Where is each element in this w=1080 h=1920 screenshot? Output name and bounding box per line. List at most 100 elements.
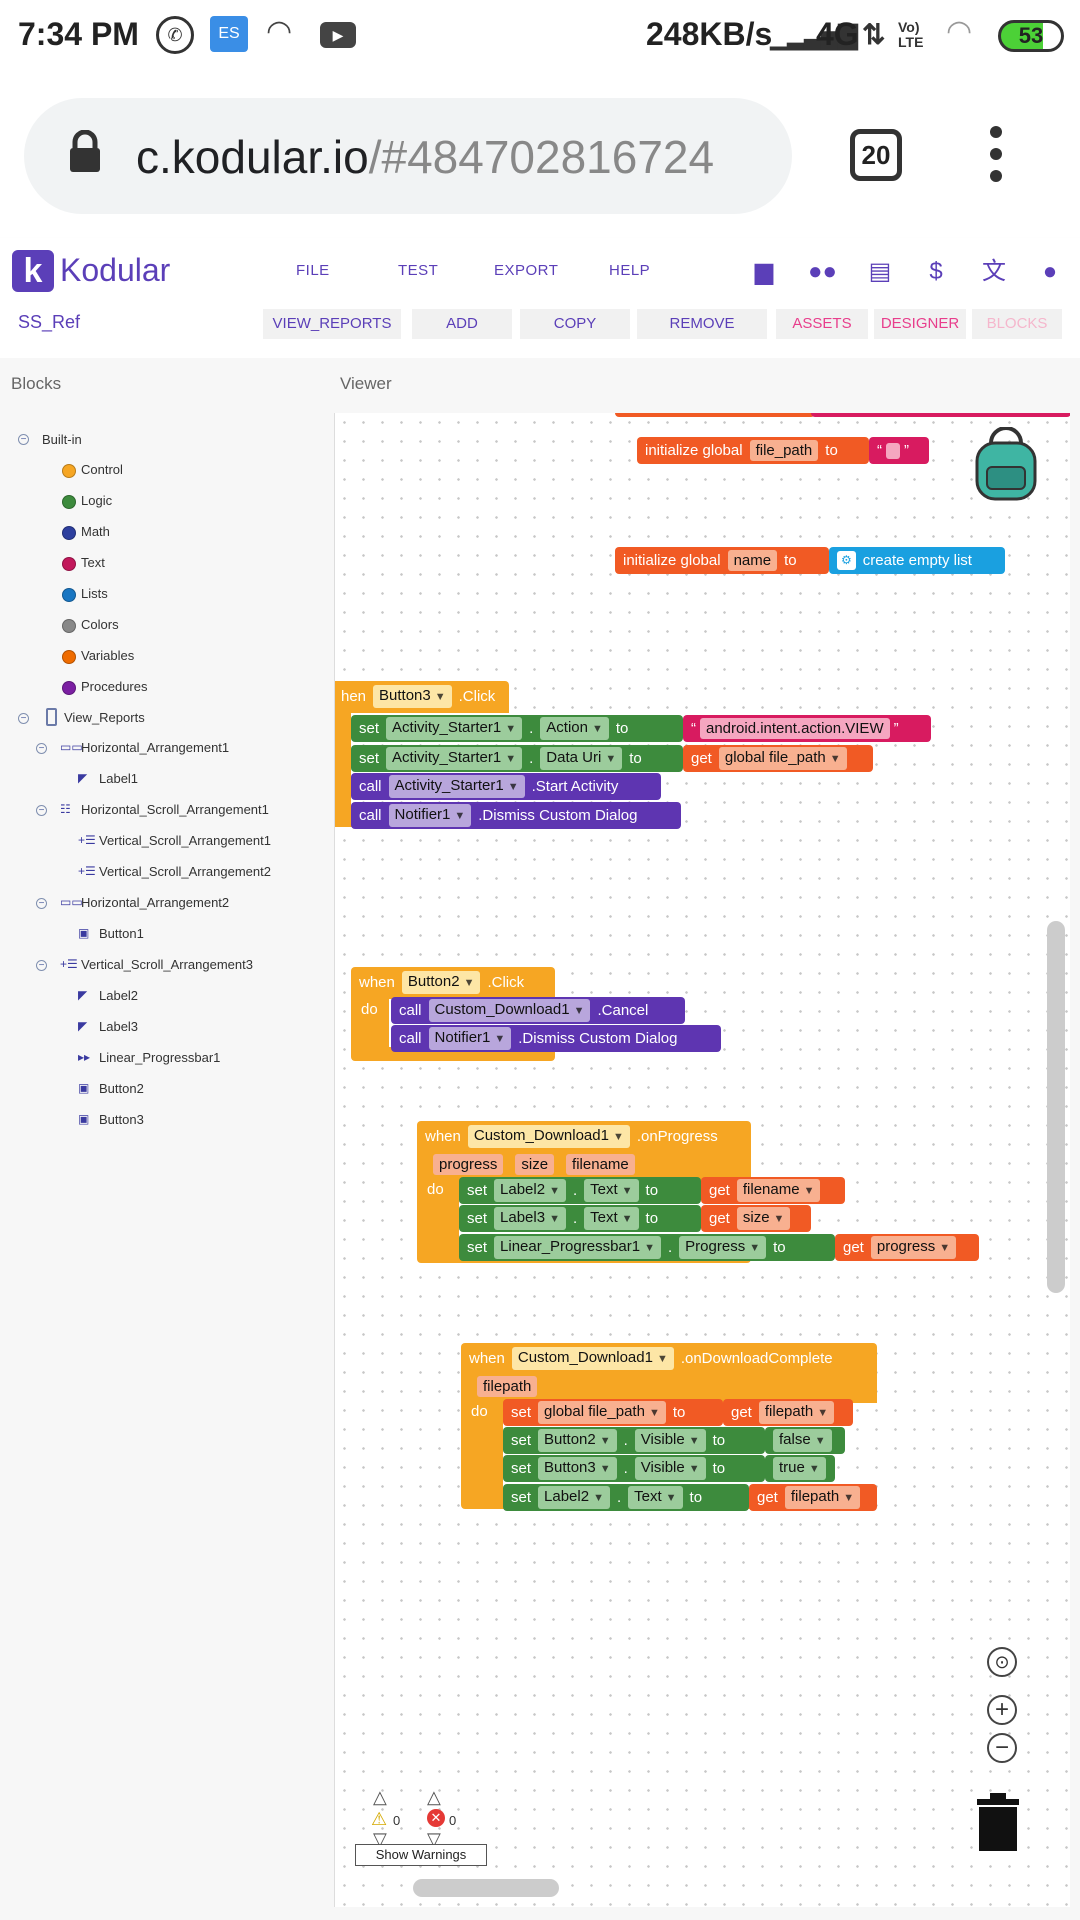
account-icon[interactable]: ● xyxy=(1042,258,1058,285)
menu-file[interactable]: FILE xyxy=(296,262,330,279)
set-label3-text-block[interactable]: set Label3▼ . Text▼ to xyxy=(459,1205,701,1232)
community-icon[interactable]: ●● xyxy=(808,258,837,285)
recenter-icon[interactable]: ⊙ xyxy=(987,1647,1017,1677)
call-dismiss-dialog-block[interactable]: call Notifier1▼ .Dismiss Custom Dialog xyxy=(391,1025,721,1052)
add-screen-button[interactable]: ADD xyxy=(412,309,512,339)
component-item-linear-progressbar1[interactable]: Linear_Progressbar1 xyxy=(99,1050,221,1065)
component-item-label2[interactable]: Label2 xyxy=(99,988,139,1003)
component-item-button1[interactable]: Button1 xyxy=(99,926,144,941)
get-filepath-block[interactable]: get filepath▼ xyxy=(723,1399,853,1426)
component-dropdown-custom-download[interactable]: Custom_Download1▼ xyxy=(467,1124,630,1148)
component-collapse-toggle[interactable]: − xyxy=(36,898,47,909)
component-dropdown[interactable]: Label2▼ xyxy=(494,1179,566,1202)
kodular-logo-icon[interactable]: k xyxy=(12,250,54,292)
property-dropdown[interactable]: Text▼ xyxy=(584,1207,639,1230)
get-filename-block[interactable]: get filename▼ xyxy=(701,1177,845,1204)
set-label2-text-block[interactable]: set Label2▼ . Text▼ to xyxy=(503,1484,749,1511)
set-activity-action-block[interactable]: set Activity_Starter1▼ . Action▼ to xyxy=(351,715,683,742)
variable-dropdown[interactable]: progress▼ xyxy=(870,1236,957,1259)
menu-test[interactable]: TEST xyxy=(398,262,439,279)
variable-dropdown[interactable]: filename▼ xyxy=(736,1179,821,1202)
variable-dropdown[interactable]: global file_path▼ xyxy=(538,1401,666,1424)
component-item-horizontal-arrangement2[interactable]: Horizontal_Arrangement2 xyxy=(81,895,230,910)
screen-item-view-reports[interactable]: View_Reports xyxy=(64,710,145,725)
builtin-item-text[interactable]: Text xyxy=(81,555,105,570)
call-cancel-block[interactable]: call Custom_Download1▼ .Cancel xyxy=(391,997,685,1024)
component-dropdown[interactable]: Button3▼ xyxy=(538,1457,617,1480)
screen-collapse-toggle[interactable]: − xyxy=(18,713,29,724)
call-start-activity-block[interactable]: call Activity_Starter1▼ .Start Activity xyxy=(351,773,661,800)
pricing-icon[interactable]: $ xyxy=(929,258,943,285)
set-button2-visible-block[interactable]: set Button2▼ . Visible▼ to xyxy=(503,1427,765,1454)
component-item-label1[interactable]: Label1 xyxy=(99,771,139,786)
variable-name-file-path[interactable]: file_path xyxy=(749,440,819,461)
empty-string-field[interactable] xyxy=(886,442,900,459)
property-dropdown[interactable]: Progress▼ xyxy=(679,1236,767,1259)
error-prev-icon[interactable]: △ xyxy=(427,1787,441,1807)
component-dropdown[interactable]: Linear_Progressbar1▼ xyxy=(494,1236,661,1259)
designer-button[interactable]: DESIGNER xyxy=(874,309,966,339)
init-global-file-path-block[interactable]: initialize global file_path to xyxy=(637,437,869,464)
remove-screen-button[interactable]: REMOVE xyxy=(637,309,767,339)
set-global-file-path-block[interactable]: set global file_path▼ to xyxy=(503,1399,723,1426)
library-icon[interactable]: ▤ xyxy=(868,258,892,285)
component-dropdown[interactable]: Custom_Download1▼ xyxy=(428,999,591,1022)
param-progress[interactable]: progress xyxy=(433,1153,504,1175)
component-dropdown-custom-download[interactable]: Custom_Download1▼ xyxy=(511,1346,674,1370)
workspace-vertical-scrollbar[interactable] xyxy=(1047,921,1065,1293)
url-bar[interactable]: c.kodular.io/#484702816724 xyxy=(24,98,792,214)
param-filepath[interactable]: filepath xyxy=(477,1375,538,1397)
property-dropdown[interactable]: Data Uri▼ xyxy=(540,747,623,770)
component-item-label3[interactable]: Label3 xyxy=(99,1019,139,1034)
component-dropdown[interactable]: Label3▼ xyxy=(494,1207,566,1230)
projects-folder-icon[interactable]: ▆ xyxy=(754,258,774,285)
component-item-button2[interactable]: Button2 xyxy=(99,1081,144,1096)
component-dropdown-button2[interactable]: Button2▼ xyxy=(401,970,481,994)
component-dropdown[interactable]: Button2▼ xyxy=(538,1429,617,1452)
menu-help[interactable]: HELP xyxy=(609,262,651,279)
cutoff-block-value[interactable] xyxy=(811,413,1070,417)
set-progressbar-progress-block[interactable]: set Linear_Progressbar1▼ . Progress▼ to xyxy=(459,1234,835,1261)
variable-dropdown[interactable]: filepath▼ xyxy=(784,1486,861,1509)
component-dropdown[interactable]: Label2▼ xyxy=(538,1486,610,1509)
component-collapse-toggle[interactable]: − xyxy=(36,960,47,971)
component-item-vertical-scroll-arrangement2[interactable]: Vertical_Scroll_Arrangement2 xyxy=(99,864,271,879)
get-filepath-block[interactable]: get filepath▼ xyxy=(749,1484,877,1511)
assets-button[interactable]: ASSETS xyxy=(776,309,868,339)
component-item-vertical-scroll-arrangement3[interactable]: Vertical_Scroll_Arrangement3 xyxy=(81,957,253,972)
property-dropdown[interactable]: Action▼ xyxy=(540,717,609,740)
more-options-icon[interactable] xyxy=(986,124,1006,184)
empty-text-block[interactable]: “ ” xyxy=(869,437,929,464)
cutoff-block[interactable] xyxy=(615,413,815,417)
component-dropdown[interactable]: Notifier1▼ xyxy=(388,804,472,827)
warning-prev-icon[interactable]: △ xyxy=(373,1787,387,1807)
component-item-vertical-scroll-arrangement1[interactable]: Vertical_Scroll_Arrangement1 xyxy=(99,833,271,848)
property-dropdown[interactable]: Visible▼ xyxy=(634,1457,706,1480)
param-size[interactable]: size xyxy=(515,1153,555,1175)
mutator-gear-icon[interactable]: ⚙ xyxy=(837,551,856,570)
builtin-label[interactable]: Built-in xyxy=(42,432,82,447)
builtin-item-logic[interactable]: Logic xyxy=(81,493,113,508)
builtin-item-procedures[interactable]: Procedures xyxy=(81,679,148,694)
builtin-collapse-toggle[interactable]: − xyxy=(18,434,29,445)
tab-count-button[interactable]: 20 xyxy=(850,129,902,181)
backpack-icon[interactable] xyxy=(971,426,1041,503)
component-item-button3[interactable]: Button3 xyxy=(99,1112,144,1127)
component-item-horizontal-arrangement1[interactable]: Horizontal_Arrangement1 xyxy=(81,740,230,755)
menu-export[interactable]: EXPORT xyxy=(494,262,559,279)
set-label2-text-block[interactable]: set Label2▼ . Text▼ to xyxy=(459,1177,701,1204)
logic-true-block[interactable]: true▼ xyxy=(765,1455,835,1482)
blocks-workspace[interactable]: initialize global file_path to “ ” initi… xyxy=(334,413,1070,1907)
set-button3-visible-block[interactable]: set Button3▼ . Visible▼ to xyxy=(503,1455,765,1482)
variable-dropdown[interactable]: size▼ xyxy=(736,1207,791,1230)
variable-dropdown[interactable]: global file_path▼ xyxy=(718,747,847,770)
call-dismiss-dialog-block[interactable]: call Notifier1▼ .Dismiss Custom Dialog xyxy=(351,802,681,829)
property-dropdown[interactable]: Text▼ xyxy=(628,1486,683,1509)
component-collapse-toggle[interactable]: − xyxy=(36,743,47,754)
get-global-variable-block[interactable]: get global file_path▼ xyxy=(683,745,873,772)
show-warnings-button[interactable]: Show Warnings xyxy=(355,1844,487,1866)
property-dropdown[interactable]: Text▼ xyxy=(584,1179,639,1202)
param-filename[interactable]: filename xyxy=(566,1153,635,1175)
trash-icon[interactable] xyxy=(975,1793,1021,1853)
screen-select-button[interactable]: VIEW_REPORTS xyxy=(263,309,401,339)
